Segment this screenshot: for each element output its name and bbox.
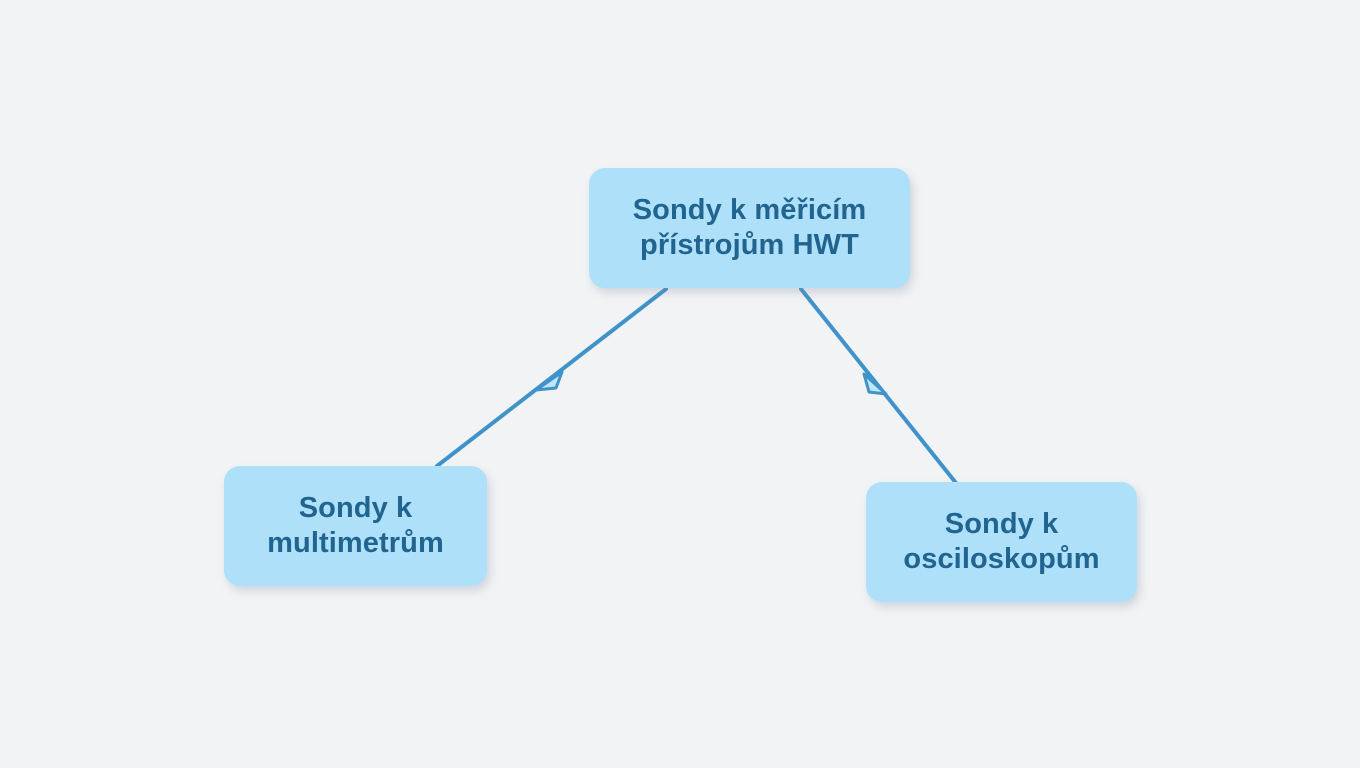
node-label-osciloskopy: Sondy k osciloskopům bbox=[903, 507, 1100, 575]
edge-root-to-multimetry bbox=[435, 287, 668, 468]
edge-root-to-osciloskopy bbox=[799, 287, 958, 485]
node-sondy-k-mericim-pristrojum-hwt[interactable]: Sondy k měřicím přístrojům HWT bbox=[589, 168, 910, 288]
node-label-multimetry: Sondy k multimetrům bbox=[267, 491, 444, 559]
node-label-root: Sondy k měřicím přístrojům HWT bbox=[632, 193, 867, 261]
arrowhead-root-to-osciloskopy bbox=[862, 372, 888, 396]
node-sondy-k-multimetrum[interactable]: Sondy k multimetrům bbox=[224, 466, 487, 586]
arrowhead-root-to-multimetry bbox=[534, 370, 564, 392]
node-sondy-k-osciloskopum[interactable]: Sondy k osciloskopům bbox=[866, 482, 1137, 602]
